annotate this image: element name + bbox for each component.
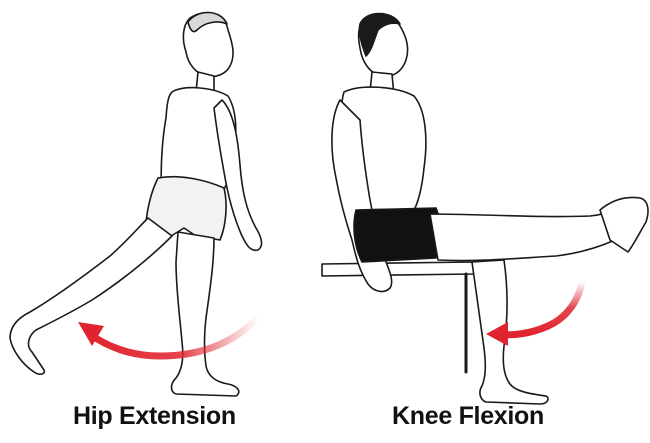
arrow-arc <box>90 318 258 356</box>
extended-leg <box>10 218 172 374</box>
hip-extension-figure <box>10 13 262 397</box>
hip-extension-arrow <box>78 318 258 356</box>
standing-leg <box>172 232 239 396</box>
caption-knee-flexion: Knee Flexion <box>392 402 544 431</box>
bench-top <box>322 262 474 276</box>
knee-flexion-figure <box>322 14 648 405</box>
arrow-arc-right <box>498 282 582 335</box>
shorts-right <box>354 208 441 262</box>
caption-hip-extension: Hip Extension <box>73 402 236 431</box>
